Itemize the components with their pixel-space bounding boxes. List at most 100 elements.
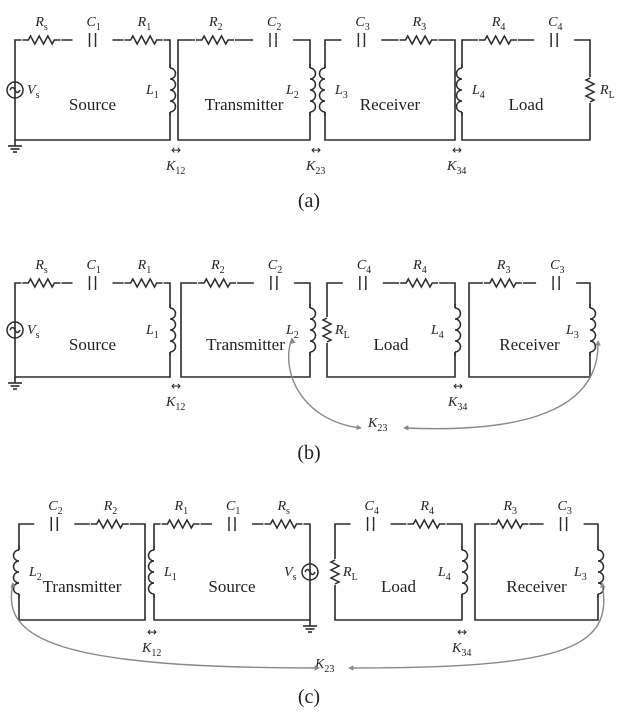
resistor-rs	[264, 518, 303, 530]
label-c2: C2	[48, 499, 62, 517]
label-l3: L3	[334, 83, 348, 101]
inductor-l4	[454, 307, 462, 353]
circuit-name: Receiver	[360, 95, 421, 114]
capacitor-c1	[88, 33, 97, 47]
panel-label: (a)	[298, 190, 320, 212]
label-l2: L2	[285, 83, 299, 101]
coupling-arrow-icon: ↔	[457, 625, 467, 639]
resistor-rs	[22, 277, 61, 289]
voltage-source-icon	[6, 321, 24, 339]
capacitor-c2	[50, 517, 59, 531]
resistor-r1	[124, 34, 163, 46]
label-c2: C2	[268, 258, 282, 276]
circuit-name: Receiver	[506, 577, 567, 596]
capacitor-c2	[269, 33, 277, 47]
label-l4: L4	[471, 83, 485, 101]
circuit-name: Source	[208, 577, 255, 596]
coupling-arrow-icon: ↔	[452, 143, 462, 157]
resistor-r4	[407, 518, 446, 530]
circuit-name: Source	[69, 95, 116, 114]
circuit-name: Source	[69, 335, 116, 354]
label-vs: Vs	[27, 323, 40, 341]
coupling-arrow-icon: ↔	[311, 143, 321, 157]
coupling-arrow-icon: ↔	[171, 379, 181, 393]
label-l1: L1	[145, 323, 159, 341]
arc-arrow-icon	[314, 665, 320, 671]
coupling-k12: K12	[165, 159, 185, 177]
ground-icon	[303, 620, 317, 633]
label-r4: R4	[491, 15, 506, 33]
resistor-r1	[124, 277, 163, 289]
coupling-arc-right	[349, 583, 605, 669]
circuit-name: Load	[509, 95, 544, 114]
label-l3: L3	[573, 565, 587, 583]
label-r3: R3	[412, 15, 427, 33]
capacitor-c4	[359, 276, 367, 290]
label-rs: Rs	[34, 258, 48, 276]
resistor-r4	[478, 34, 517, 46]
resistor-r1	[161, 518, 200, 530]
label-c1: C1	[87, 258, 101, 276]
capacitor-c4	[550, 33, 558, 47]
circuit-name: Transmitter	[43, 577, 122, 596]
label-l2: L2	[285, 323, 299, 341]
coupling-k12: K12	[165, 395, 185, 413]
label-r2: R2	[210, 258, 225, 276]
inductor-l4	[455, 67, 463, 113]
label-r1: R1	[137, 258, 152, 276]
inductor-l1	[169, 307, 177, 353]
label-rl: RL	[334, 323, 350, 341]
inductor-l2	[309, 67, 317, 113]
arc-arrow-icon	[356, 424, 362, 431]
label-l4: L4	[437, 565, 451, 583]
label-l1: L1	[145, 83, 159, 101]
resistor-rl	[584, 77, 596, 103]
label-l1: L1	[163, 565, 177, 583]
label-c3: C3	[355, 15, 369, 33]
arc-arrow-icon	[595, 340, 601, 346]
capacitor-c1	[88, 276, 97, 290]
coupling-arc-right	[404, 341, 599, 430]
label-c4: C4	[365, 499, 379, 517]
resistor-rs	[22, 34, 61, 46]
label-c1: C1	[87, 15, 101, 33]
label-r2: R2	[208, 15, 223, 33]
inductor-l3	[318, 67, 326, 113]
label-rs: Rs	[276, 499, 290, 517]
label-c3: C3	[550, 258, 564, 276]
label-rs: Rs	[34, 15, 48, 33]
coupling-arrow-icon: ↔	[147, 625, 157, 639]
label-rl: RL	[342, 565, 358, 583]
circuit-name: Load	[381, 577, 416, 596]
resistor-rl	[329, 559, 341, 585]
label-r1: R1	[137, 15, 152, 33]
inductor-l2	[12, 549, 20, 595]
inductor-l4	[461, 549, 469, 595]
capacitor-c3	[357, 33, 366, 47]
coupling-arrow-icon: ↔	[453, 379, 463, 393]
capacitor-c4	[366, 517, 375, 531]
label-c2: C2	[267, 15, 281, 33]
circuit-name: Transmitter	[206, 335, 285, 354]
inductor-l1	[169, 67, 177, 113]
coupling-arrow-icon: ↔	[171, 143, 181, 157]
inductor-l1	[147, 549, 155, 595]
label-l4: L4	[430, 323, 444, 341]
inductor-l3	[589, 307, 597, 353]
coupling-k34: K34	[447, 395, 467, 413]
label-r4: R4	[419, 499, 434, 517]
label-c4: C4	[357, 258, 371, 276]
voltage-source-icon	[6, 81, 24, 99]
